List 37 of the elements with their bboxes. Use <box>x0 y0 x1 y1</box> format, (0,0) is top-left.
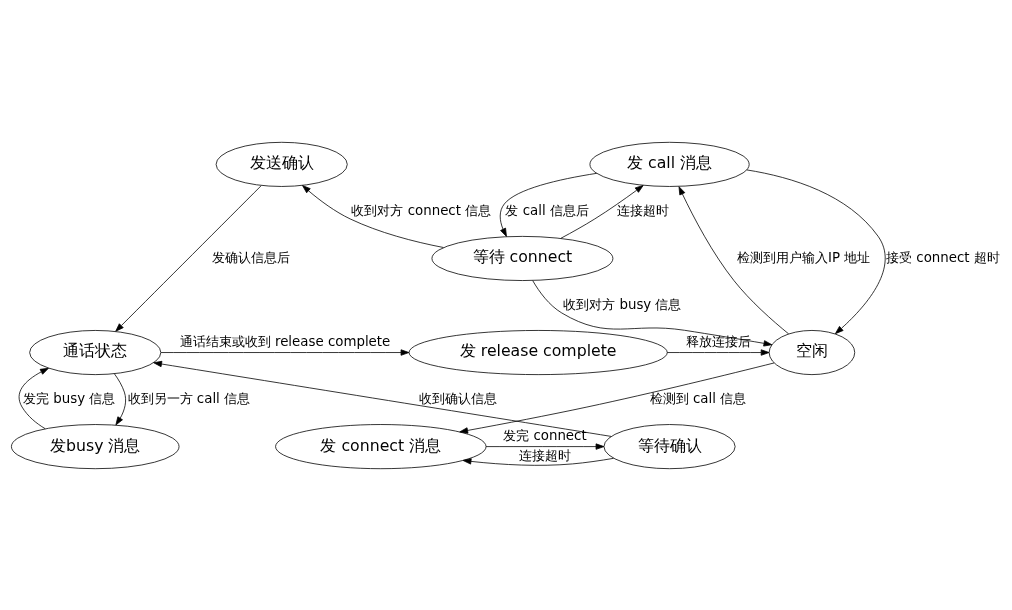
edge-label: 检测到用户输入IP 地址 <box>737 249 871 265</box>
node-ellipse: 发 release complete <box>408 329 668 375</box>
edge-label: 发确认信息后 <box>212 249 291 265</box>
arrow <box>560 184 644 239</box>
arrow <box>532 279 773 346</box>
edge-label: 连接超时 <box>518 447 571 463</box>
edge-label: 发 call 信息后 <box>505 202 589 218</box>
edge-label: 收到对方 busy 信息 <box>563 296 682 312</box>
arrow <box>666 348 770 356</box>
arrow <box>459 362 775 434</box>
edge-label: 释放连接后 <box>685 333 751 349</box>
arrow <box>462 457 614 466</box>
node-ellipse: 发busy 消息 <box>11 423 180 469</box>
arrow <box>746 169 886 334</box>
edge-label: 通话结束或收到 release complete <box>179 333 391 349</box>
arrow <box>115 184 262 332</box>
arrow <box>18 367 49 429</box>
node-ellipse: 空闲 <box>768 329 856 375</box>
edge-label: 收到对方 connect 信息 <box>351 202 492 218</box>
edge-label: 检测到 call 信息 <box>649 390 747 406</box>
edge-label: 收到另一方 call 信息 <box>127 390 251 406</box>
arrow <box>153 360 612 437</box>
node-ellipse: 等待确认 <box>603 423 736 469</box>
edge-label: 发完 busy 信息 <box>23 390 116 406</box>
node-ellipse: 发送确认 <box>215 141 348 187</box>
arrow <box>485 442 605 450</box>
arrow <box>302 184 444 248</box>
arrow <box>160 348 410 356</box>
edge-label: 发完 connect <box>503 427 587 443</box>
edge-label: 接受 connect 超时 <box>886 249 1000 265</box>
edge-label: 连接超时 <box>616 202 669 218</box>
node-ellipse: 发 call 消息 <box>589 141 750 187</box>
arrow <box>678 185 789 334</box>
node-ellipse: 等待 connect <box>431 235 614 281</box>
arrow <box>114 372 126 425</box>
edge-label: 收到确认信息 <box>418 390 497 406</box>
arrow <box>499 172 598 237</box>
